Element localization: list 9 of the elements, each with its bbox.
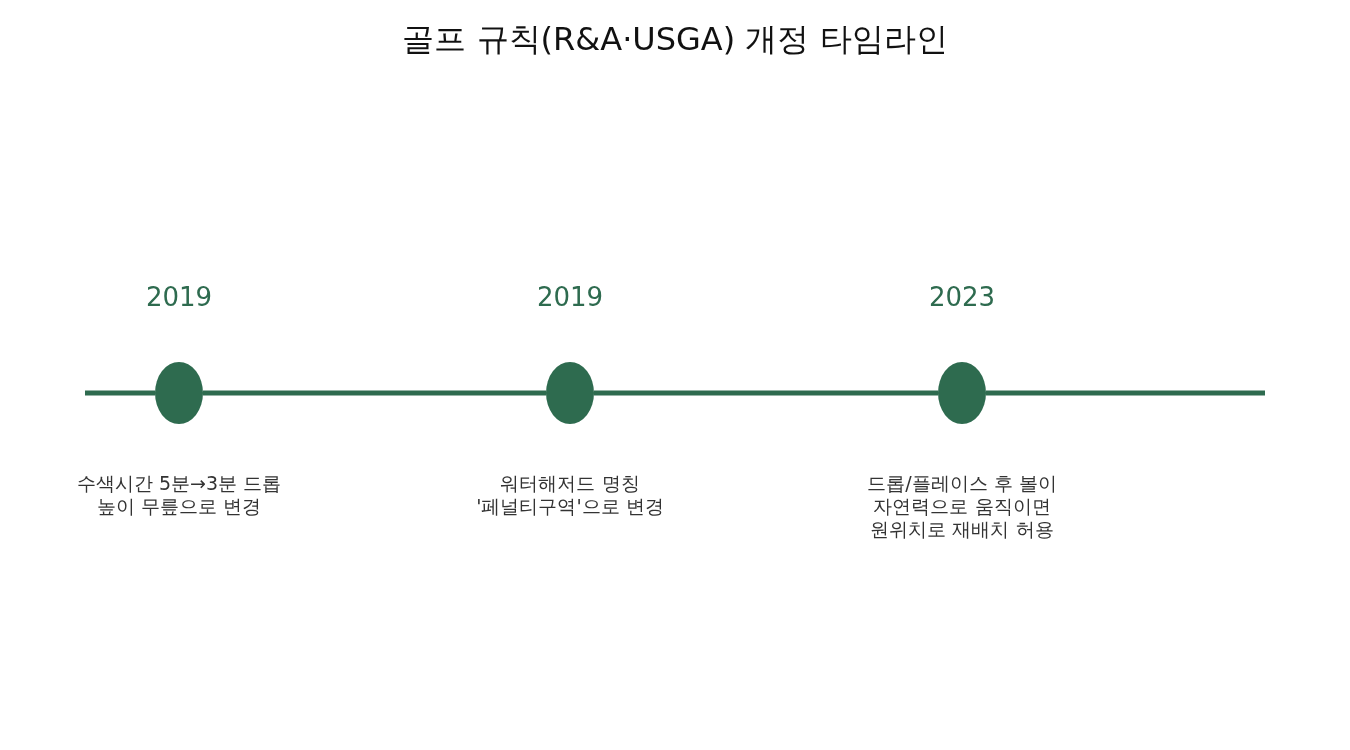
timeline-line — [594, 390, 938, 396]
milestone-description: 드롭/플레이스 후 볼이 자연력으로 움직이면 원위치로 재배치 허용 — [866, 472, 1058, 541]
timeline-line — [203, 390, 546, 396]
milestone-description: 워터해저드 명칭 '페널티구역'으로 변경 — [475, 472, 665, 518]
year-label: 2019 — [536, 282, 604, 312]
year-label: 2023 — [928, 282, 996, 312]
milestone-description: 수색시간 5분→3분 드롭 높이 무릎으로 변경 — [75, 472, 283, 518]
year-label: 2019 — [145, 282, 213, 312]
title: 골프 규칙(R&A·USGA) 개정 타임라인 — [402, 20, 948, 58]
